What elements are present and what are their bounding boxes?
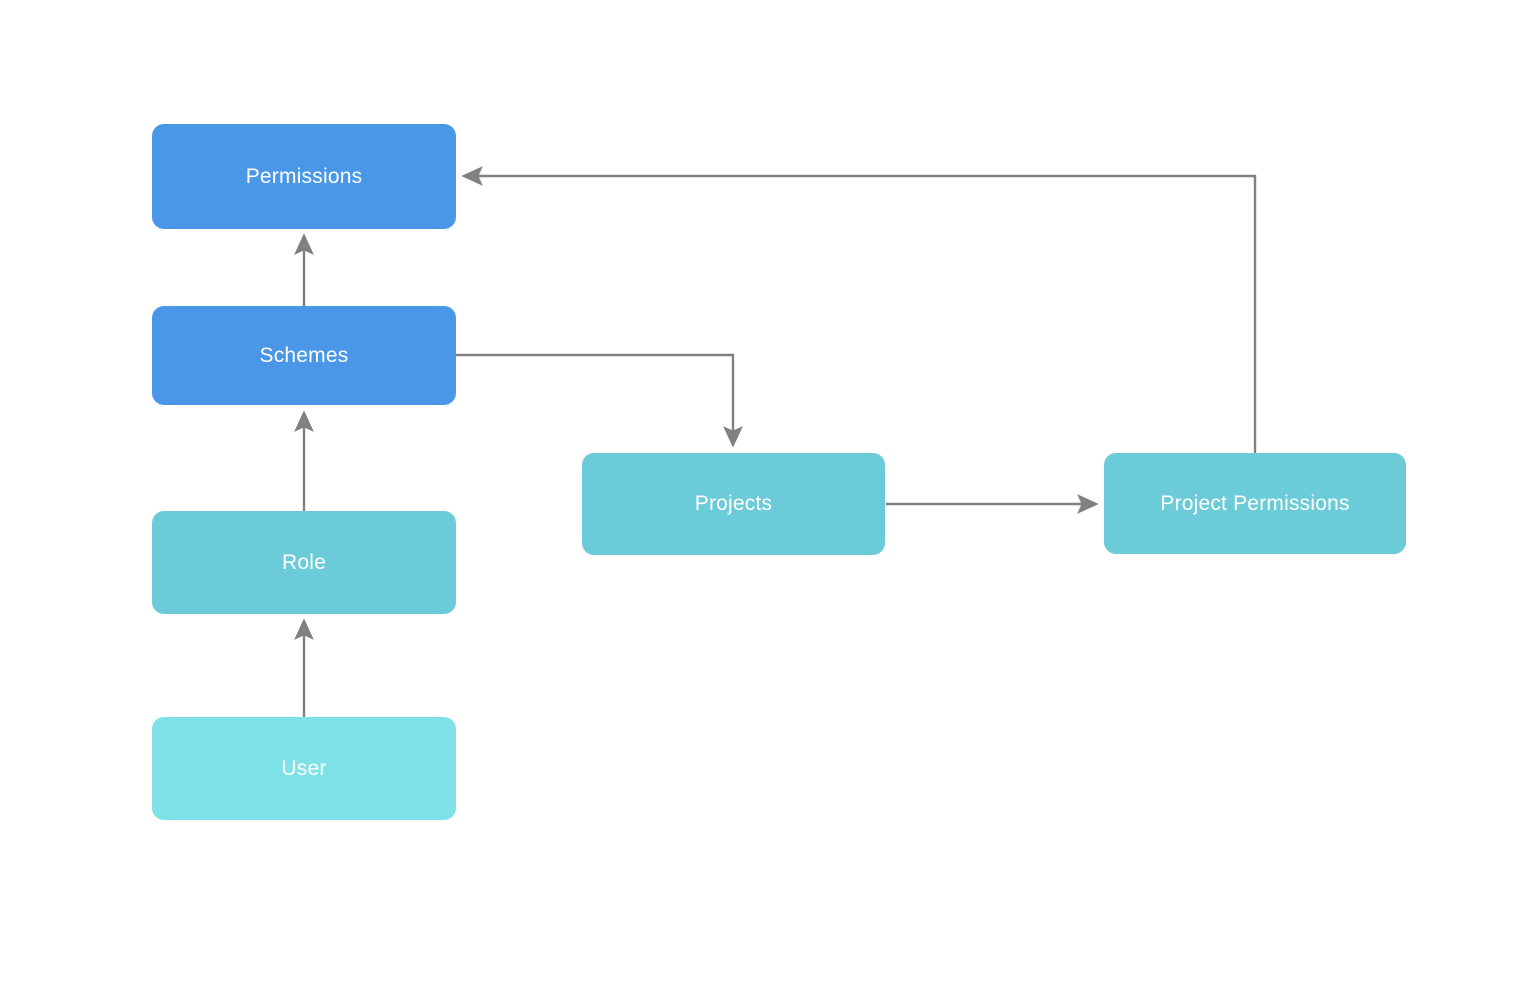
node-label-projects: Projects (694, 492, 773, 516)
node-label-schemes: Schemes (259, 343, 349, 367)
node-label-project-permissions: Project Permissions (1160, 491, 1350, 515)
edge-project-permissions-to-permissions (461, 166, 1257, 453)
node-label-role: Role (282, 550, 326, 574)
node-schemes[interactable]: Schemes (152, 306, 456, 405)
node-label-permissions: Permissions (245, 164, 363, 188)
edge-schemes-to-projects (456, 353, 743, 448)
node-project-permissions[interactable]: Project Permissions (1104, 453, 1406, 554)
node-user[interactable]: User (152, 717, 456, 820)
node-projects[interactable]: Projects (582, 453, 885, 555)
node-label-user: User (281, 756, 327, 780)
node-permissions[interactable]: Permissions (152, 124, 456, 229)
node-role[interactable]: Role (152, 511, 456, 614)
